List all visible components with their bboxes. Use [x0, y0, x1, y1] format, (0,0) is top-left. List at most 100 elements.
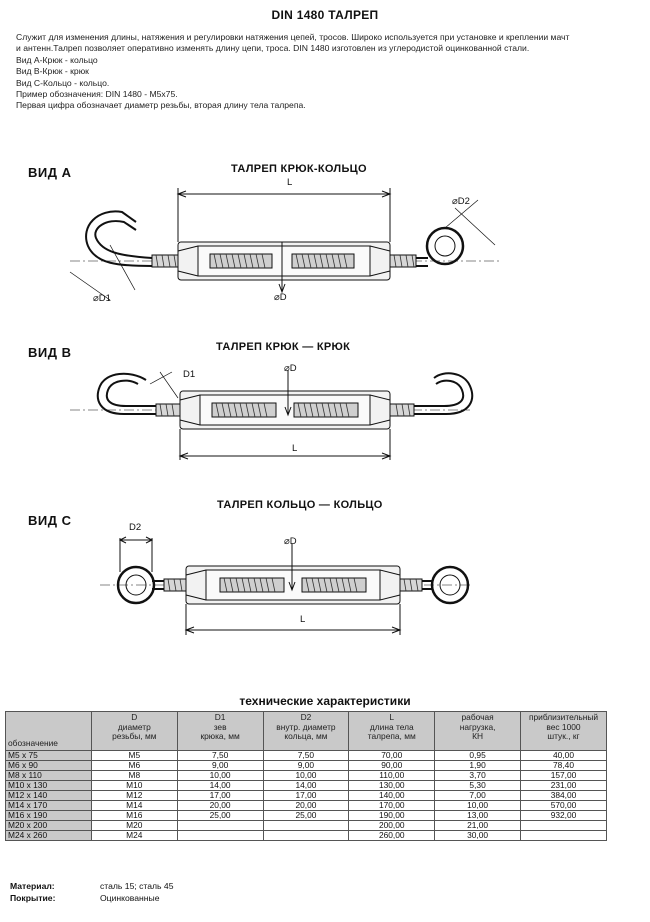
page-title: DIN 1480 ТАЛРЕП	[271, 8, 379, 22]
table-cell: M6	[90, 760, 178, 771]
table-cell: 14,00	[262, 780, 350, 791]
table-cell: 5,30	[434, 780, 521, 791]
view-c-dim-d: ⌀D	[284, 536, 297, 547]
view-a-dim-d1: ⌀D1	[93, 293, 111, 304]
table-cell	[262, 820, 350, 831]
table-cell: 3,70	[434, 770, 521, 781]
table-cell: 140,00	[348, 790, 436, 801]
table-cell: M8 x 110	[5, 770, 92, 781]
view-c-title: ТАЛРЕП КОЛЬЦО — КОЛЬЦО	[217, 499, 383, 511]
table-cell: 7,50	[176, 750, 264, 761]
coating-label: Покрытие:	[10, 892, 56, 903]
table-cell: 1,90	[434, 760, 521, 771]
table-cell: 130,00	[348, 780, 436, 791]
table-cell: 40,00	[520, 750, 607, 761]
view-b-drawing	[70, 370, 474, 460]
table-cell: 9,00	[176, 760, 264, 771]
table-cell	[262, 830, 350, 841]
view-c-drawing	[100, 536, 470, 635]
table-cell: 570,00	[520, 800, 607, 811]
table-cell: 231,00	[520, 780, 607, 791]
table-cell: 200,00	[348, 820, 436, 831]
view-a-dim-d: ⌀D	[274, 292, 287, 303]
view-a-label: ВИД А	[28, 165, 72, 180]
intro-line: Вид В-Крюк - крюк	[16, 66, 89, 77]
view-a-dim-l: L	[287, 177, 293, 188]
table-cell: M12	[90, 790, 178, 801]
table-cell: 17,00	[176, 790, 264, 801]
table-cell: M5	[90, 750, 178, 761]
table-cell: 25,00	[262, 810, 350, 821]
table-cell: M6 x 90	[5, 760, 92, 771]
table-cell: 30,00	[434, 830, 521, 841]
table-cell: 10,00	[434, 800, 521, 811]
view-a-drawing	[69, 188, 500, 301]
table-cell: 110,00	[348, 770, 436, 781]
view-b-title: ТАЛРЕП КРЮК — КРЮК	[216, 341, 351, 353]
material-row: Материал: сталь 15; сталь 45	[10, 881, 173, 893]
table-cell: M20 x 200	[5, 820, 92, 831]
view-b-dim-d: ⌀D	[284, 363, 297, 374]
view-c-dim-l: L	[300, 614, 306, 625]
table-cell: M10	[90, 780, 178, 791]
table-cell: M24	[90, 830, 178, 841]
view-b-label: ВИД В	[28, 345, 72, 360]
table-cell: 10,00	[176, 770, 264, 781]
table-cell: 384,00	[520, 790, 607, 801]
spec-title: технические характеристики	[239, 694, 411, 708]
table-cell: 9,00	[262, 760, 350, 771]
table-cell: M12 x 140	[5, 790, 92, 801]
table-cell: 170,00	[348, 800, 436, 811]
table-cell: 260,00	[348, 830, 436, 841]
intro-line: и антенн.Талреп позволяет оперативно изм…	[16, 43, 530, 54]
intro-line: Вид С-Кольцо - кольцо.	[16, 77, 110, 88]
intro-line: Вид А-Крюк - кольцо	[16, 54, 98, 65]
table-cell: M10 x 130	[5, 780, 92, 791]
materials-block: Материал: сталь 15; сталь 45 Покрытие: О…	[10, 881, 173, 904]
table-cell: M14 x 170	[5, 800, 92, 811]
table-cell: 20,00	[262, 800, 350, 811]
table-cell: 7,50	[262, 750, 350, 761]
table-cell: M24 x 260	[5, 830, 92, 841]
table-cell: 10,00	[262, 770, 350, 781]
table-cell: 7,00	[434, 790, 521, 801]
view-a-title: ТАЛРЕП КРЮК-КОЛЬЦО	[231, 163, 367, 175]
table-cell: M16 x 190	[5, 810, 92, 821]
table-cell: M8	[90, 770, 178, 781]
coating-row: Покрытие: Оцинкованные	[10, 893, 173, 905]
intro-text: Служит для изменения длины, натяжения и …	[16, 32, 644, 112]
table-cell: 157,00	[520, 770, 607, 781]
table-cell: M14	[90, 800, 178, 811]
table-cell: M5 x 75	[5, 750, 92, 761]
table-cell: 17,00	[262, 790, 350, 801]
table-cell	[176, 820, 264, 831]
table-cell: M20	[90, 820, 178, 831]
table-cell: 932,00	[520, 810, 607, 821]
table-cell: 90,00	[348, 760, 436, 771]
coating-value: Оцинкованные	[100, 892, 160, 903]
table-cell: 25,00	[176, 810, 264, 821]
view-c-dim-d2: D2	[129, 522, 142, 533]
table-cell: 20,00	[176, 800, 264, 811]
intro-line: Пример обозначения: DIN 1480 - М5х75.	[16, 89, 178, 100]
view-c-label: ВИД С	[28, 513, 72, 528]
intro-line: Служит для изменения длины, натяжения и …	[16, 32, 570, 42]
table-cell: 14,00	[176, 780, 264, 791]
table-cell: 78,40	[520, 760, 607, 771]
table-cell	[176, 830, 264, 841]
